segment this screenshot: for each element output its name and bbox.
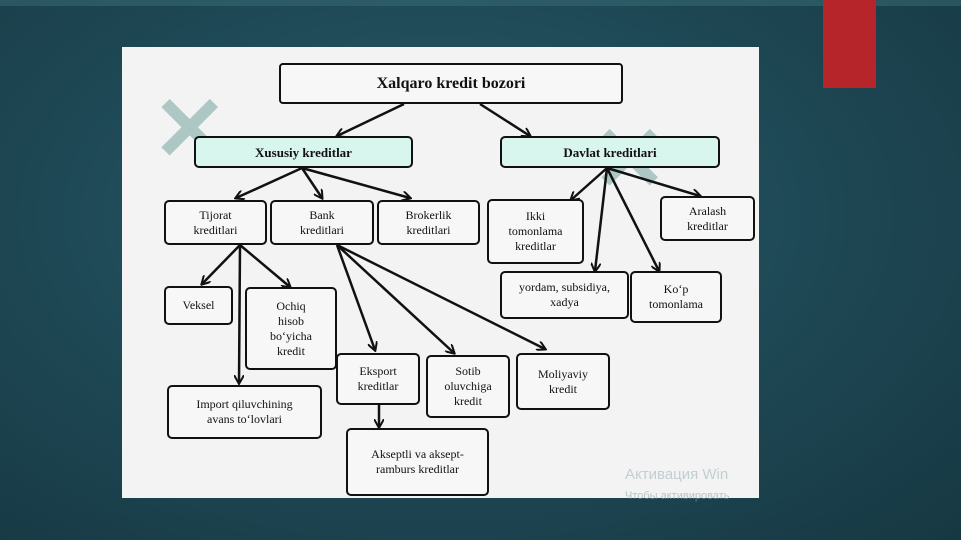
arrow [595, 167, 609, 271]
windows-activation-watermark: Активация Win [625, 466, 729, 483]
export-credits-box: Eksport kreditlar [336, 353, 420, 405]
bank-credits-box: Bank kreditlari [270, 200, 374, 245]
aid-subsidy-box: yordam, subsidiya, xadya [500, 271, 629, 319]
arrow [236, 166, 303, 198]
private-credits-box: Xususiy kreditlar [194, 136, 413, 168]
bilateral-credits-box: Ikki tomonlama kreditlar [487, 199, 584, 264]
multilateral-box: Ko‘p tomonlama [630, 271, 722, 323]
financial-credit-box: Moliyaviy kredit [516, 353, 610, 410]
veksel-box: Veksel [164, 286, 233, 325]
windows-activation-subtext: Чтобы активировать [625, 490, 730, 502]
brokerage-credits-box: Brokerlik kreditlari [377, 200, 480, 245]
arrow [239, 244, 290, 287]
acceptance-credits-box: Akseptli va aksept- ramburs kreditlar [346, 428, 489, 496]
red-accent-tab [823, 0, 876, 88]
connector-arrows [122, 102, 759, 498]
arrow [479, 102, 530, 136]
arrow [336, 243, 545, 349]
importer-advance-box: Import qiluvchining avans to‘lovlari [167, 385, 322, 439]
arrow [239, 244, 240, 383]
mixed-credits-box: Aralash kreditlar [660, 196, 755, 241]
arrow [202, 244, 241, 284]
state-credits-box: Davlat kreditlari [500, 136, 720, 168]
arrow [336, 244, 454, 353]
arrow [606, 166, 700, 196]
arrow [337, 102, 405, 136]
buyer-credit-box: Sotib oluvchiga kredit [426, 355, 510, 418]
arrow [571, 167, 608, 200]
open-account-credit-box: Ochiq hisob bo‘yicha kredit [245, 287, 337, 370]
arrow [301, 166, 410, 198]
arrow [335, 244, 375, 350]
arrow [300, 167, 322, 198]
commercial-credits-box: Tijorat kreditlari [164, 200, 267, 245]
root-box: Xalqaro kredit bozori [279, 63, 623, 104]
slide: ✕ ✕ Xalqaro kredit bozori Xusus [122, 47, 759, 498]
arrow [605, 167, 659, 271]
top-band [0, 0, 961, 6]
